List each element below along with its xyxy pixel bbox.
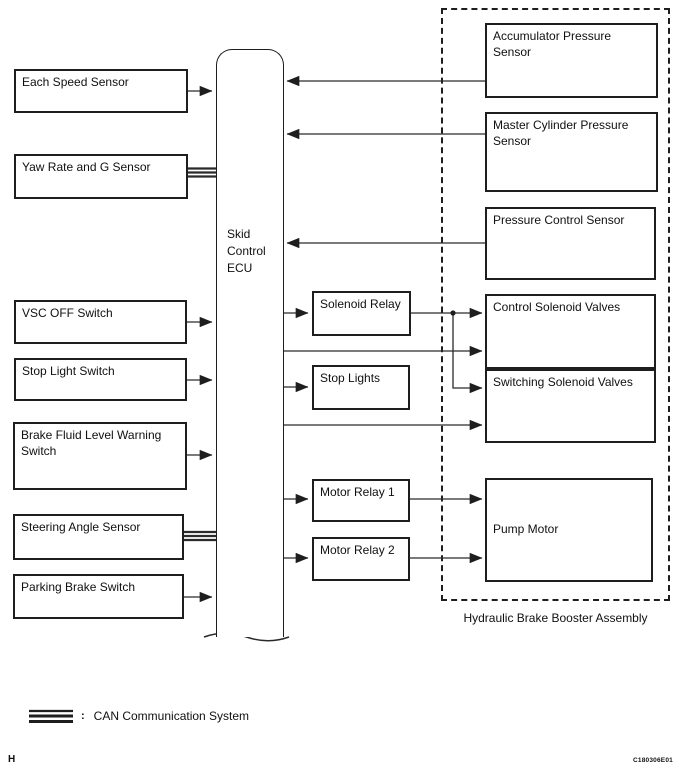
- can-legend: : CAN Communication System: [28, 708, 249, 724]
- connector-solenoid-relay-branch-to-switching-solenoid-valves: [452, 313, 483, 394]
- box-brake-fluid-level-warning-switch: Brake Fluid Level Warning Switch: [13, 422, 187, 490]
- box-each-speed-sensor: Each Speed Sensor: [14, 69, 188, 113]
- box-motor-relay-1: Motor Relay 1: [312, 479, 410, 522]
- skid-control-ecu-box: [216, 49, 284, 637]
- box-steering-angle-sensor: Steering Angle Sensor: [13, 514, 184, 560]
- figure-code: C180306E01: [633, 757, 673, 764]
- legend-separator: :: [81, 710, 85, 722]
- box-control-solenoid-valves: Control Solenoid Valves: [485, 294, 656, 369]
- box-stop-light-switch: Stop Light Switch: [14, 358, 187, 401]
- assembly-title: Hydraulic Brake Booster Assembly: [463, 611, 648, 625]
- page-marker: H: [8, 754, 16, 765]
- legend-label: CAN Communication System: [93, 709, 250, 723]
- box-pump-motor: Pump Motor: [485, 478, 653, 582]
- can-bus-icon: [188, 167, 216, 178]
- hydraulic-brake-booster-assembly-outline: [441, 8, 670, 601]
- box-vsc-off-switch: VSC OFF Switch: [14, 300, 187, 344]
- box-switching-solenoid-valves: Switching Solenoid Valves: [485, 369, 656, 443]
- junction-dot: [450, 310, 456, 316]
- can-bus-icon: [184, 530, 216, 542]
- box-parking-brake-switch: Parking Brake Switch: [13, 574, 184, 619]
- box-motor-relay-2: Motor Relay 2: [312, 537, 410, 581]
- box-yaw-rate-and-g-sensor: Yaw Rate and G Sensor: [14, 154, 188, 199]
- box-accumulator-pressure-sensor: Accumulator Pressure Sensor: [485, 23, 658, 98]
- box-stop-lights: Stop Lights: [312, 365, 410, 410]
- box-pressure-control-sensor: Pressure Control Sensor: [485, 207, 656, 280]
- box-solenoid-relay: Solenoid Relay: [312, 291, 411, 336]
- pump-motor-label: Pump Motor: [493, 522, 559, 537]
- can-bus-legend-icon: [29, 709, 73, 723]
- skid-control-ecu-label: Skid Control ECU: [227, 227, 266, 275]
- box-master-cylinder-pressure-sensor: Master Cylinder Pressure Sensor: [485, 112, 658, 192]
